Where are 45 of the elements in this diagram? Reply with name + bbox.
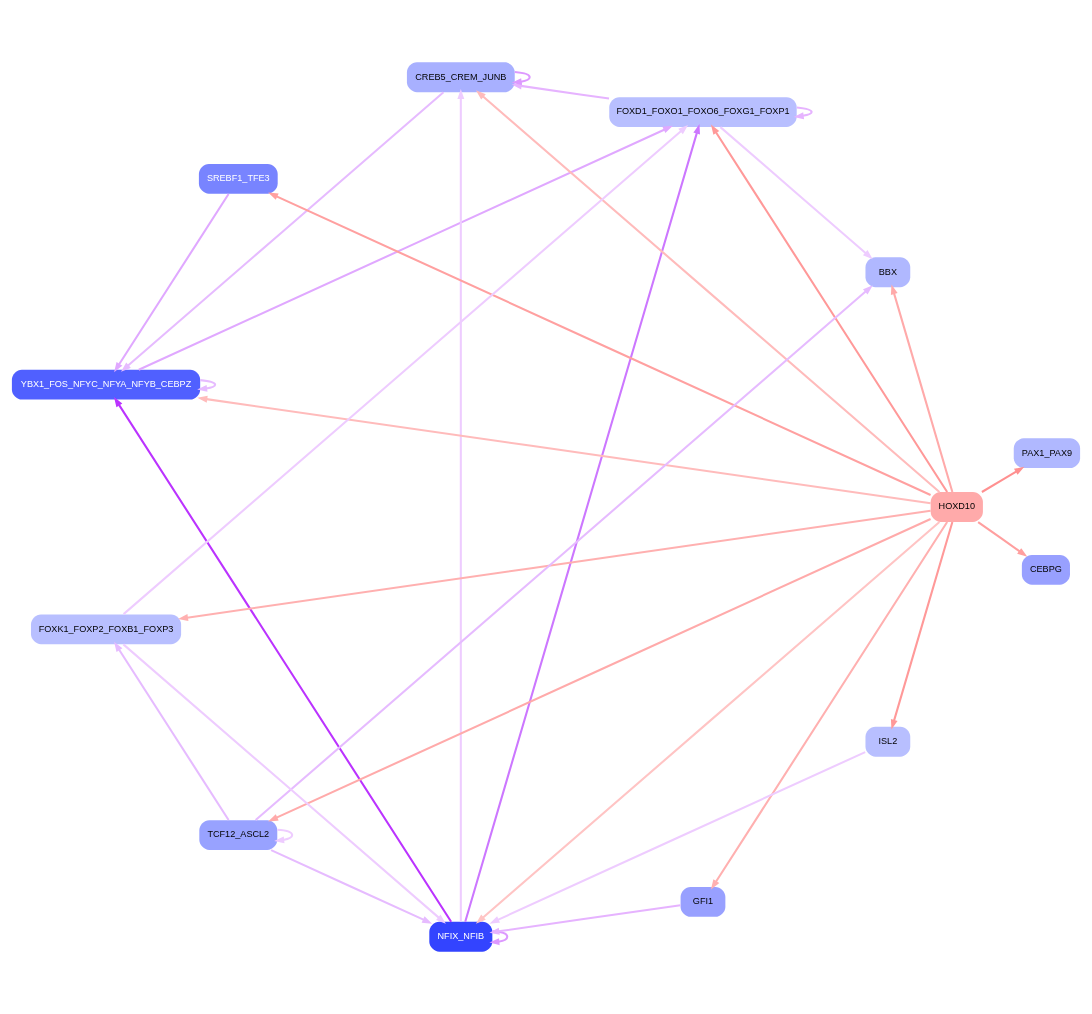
arrow [489, 904, 681, 935]
arrow [475, 521, 941, 924]
node-box: CEBPG [1021, 554, 1070, 585]
node-box: PAX1_PAX9 [1013, 438, 1081, 469]
arrow [138, 125, 673, 371]
arrow [274, 828, 294, 844]
arrow [197, 379, 217, 392]
arrow [890, 521, 954, 730]
arrow [114, 397, 453, 923]
arrow [122, 643, 446, 924]
node-box: SREBF1_TFE3 [198, 163, 278, 194]
arrow [977, 521, 1028, 557]
arrow [122, 124, 689, 615]
node-box: HOXD10 [930, 492, 983, 522]
node-box: NFIX_NFIB [429, 921, 493, 952]
arrow [710, 521, 949, 890]
arrow [464, 124, 700, 923]
node-box: CREB5_CREM_JUNB [406, 62, 515, 93]
arrow [114, 193, 230, 373]
arrow [890, 284, 954, 493]
arrow [489, 930, 509, 946]
arrow [255, 285, 873, 821]
node-box: FOXK1_FOXP2_FOXB1_FOXP3 [30, 614, 182, 645]
arrow [710, 124, 949, 493]
arrow [793, 106, 813, 120]
arrow [475, 90, 941, 493]
arrow [268, 192, 931, 496]
arrow [121, 91, 445, 372]
arrow [270, 849, 433, 924]
arrow [981, 466, 1025, 493]
node-box: BBX [865, 257, 911, 288]
arrow [511, 71, 531, 86]
arrow [114, 641, 230, 821]
arrow [511, 82, 610, 100]
node-box: TCF12_ASCL2 [199, 820, 278, 851]
arrow [719, 126, 873, 260]
node-box: ISL2 [865, 726, 911, 757]
arrow [489, 751, 866, 924]
arrow [197, 395, 931, 505]
arrow [457, 89, 465, 922]
node-box: FOXD1_FOXO1_FOXO6_FOXG1_FOXP1 [609, 97, 797, 127]
node-box: YBX1_FOS_NFYC_NFYA_NFYB_CEBPZ [11, 369, 201, 400]
arrow [268, 518, 931, 822]
node-box: GFI1 [680, 887, 726, 917]
arrow [178, 509, 931, 621]
